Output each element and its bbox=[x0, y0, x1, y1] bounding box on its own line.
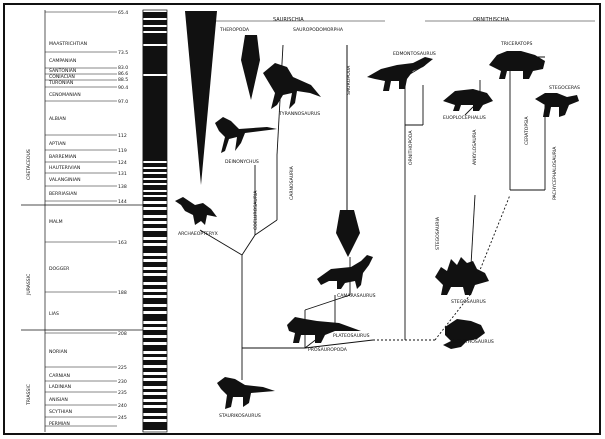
clade-label-saurischia: SAURISCHIA bbox=[273, 17, 304, 23]
camarasaurus-silhouette bbox=[317, 255, 373, 289]
stage-norian: NORIAN bbox=[49, 349, 67, 355]
stage-barremian: BARREMIAN bbox=[49, 154, 76, 160]
stage-aptian: APTIAN bbox=[49, 141, 66, 147]
age-label: 208 bbox=[118, 331, 127, 337]
age-label: 138 bbox=[118, 184, 127, 190]
stage-valanginian: VALANGINIAN bbox=[49, 177, 81, 183]
period-label-cretaceous: CRETACEOUS bbox=[26, 149, 32, 180]
taxon-label-camarasaurus: CAMARASAURUS bbox=[337, 293, 376, 299]
age-label: 124 bbox=[118, 160, 127, 166]
stage-permian: PERMIAN bbox=[49, 421, 70, 427]
age-label: 90.4 bbox=[118, 85, 128, 91]
carnosaur-diversity-spindle bbox=[241, 35, 260, 100]
stage-ladinian: LADINIAN bbox=[49, 384, 71, 390]
age-label: 112 bbox=[118, 133, 127, 139]
age-label: 131 bbox=[118, 171, 127, 177]
archaeopteryx-silhouette bbox=[175, 197, 217, 225]
stage-carnian: CARNIAN bbox=[49, 373, 70, 379]
period-label-jurassic: JURASSIC bbox=[26, 274, 32, 296]
clade-label-sauropodomorpha: SAUROPODOMORPHA bbox=[293, 27, 344, 33]
age-label: 97.0 bbox=[118, 99, 128, 105]
age-label: 88.5 bbox=[118, 77, 128, 83]
age-label: 144 bbox=[118, 199, 127, 205]
plateosaurus-silhouette bbox=[287, 317, 361, 343]
taxon-label-stegosaurus: STEGOSAURUS bbox=[451, 299, 486, 305]
staurikosaurus-silhouette bbox=[217, 377, 275, 409]
taxon-label-stegoceras: STEGOCERAS bbox=[549, 85, 580, 91]
stegoceras-silhouette bbox=[535, 93, 579, 117]
stage-santonian: SANTONIAN bbox=[49, 68, 76, 74]
stage-turonian: TURONIAN bbox=[48, 80, 73, 86]
stage-albian: ALBIAN bbox=[49, 116, 66, 122]
age-label: 73.5 bbox=[118, 50, 128, 56]
taxon-label-staurikosaurus: STAURIKOSAURUS bbox=[219, 413, 261, 419]
stage-anisian: ANISIAN bbox=[49, 397, 68, 403]
age-label: 225 bbox=[118, 365, 127, 371]
dinosaur-phylogeny-figure: CRETACEOUS JURASSIC TRIASSIC bbox=[5, 5, 603, 437]
age-label: 163 bbox=[118, 240, 127, 246]
age-label: 83.0 bbox=[118, 65, 128, 71]
age-label: 235 bbox=[118, 390, 127, 396]
clade-label-ceratopsia: CERATOPSIA bbox=[524, 116, 530, 145]
magnetic-polarity-column bbox=[143, 10, 167, 432]
clade-label-prosauropoda: PROSAUROPODA bbox=[308, 347, 348, 353]
clade-label-ornithopoda: ORNITHOPODA bbox=[408, 130, 414, 165]
clade-label-pachycephalosauria: PACHYCEPHALOSAURIA bbox=[552, 146, 558, 200]
age-label: 188 bbox=[118, 290, 127, 296]
euoplocephalus-silhouette bbox=[443, 89, 493, 111]
age-label: 230 bbox=[118, 379, 127, 385]
tyrannosaurus-silhouette bbox=[263, 63, 321, 109]
theropod-diversity-spindle bbox=[185, 11, 217, 185]
clade-label-stegosauria: STEGOSAURIA bbox=[435, 216, 441, 250]
clade-label-coelurosauria: COELUROSAURIA bbox=[253, 190, 259, 230]
age-label: 245 bbox=[118, 415, 127, 421]
timescale: CRETACEOUS JURASSIC TRIASSIC bbox=[21, 10, 167, 432]
deinonychus-silhouette bbox=[215, 117, 277, 153]
stegosaurus-silhouette bbox=[435, 257, 489, 295]
stage-coniacian: CONIACIAN bbox=[49, 74, 75, 80]
age-label: 119 bbox=[118, 148, 127, 154]
age-label: 86.6 bbox=[118, 71, 128, 77]
stage-campanian: CAMPANIAN bbox=[49, 58, 76, 64]
stage-scythian: SCYTHIAN bbox=[49, 409, 72, 415]
clade-label-ornithischia: ORNITHISCHIA bbox=[473, 17, 510, 23]
clade-label-theropoda: THEROPODA bbox=[219, 27, 250, 33]
stage-maastrichtian: MAASTRICHTIAN bbox=[49, 41, 87, 47]
taxon-label-lesothosaurus: LESOTHOSAURUS bbox=[453, 339, 494, 345]
clade-label-ankylosauria: ANKYLOSAURIA bbox=[472, 129, 478, 165]
sauropod-diversity-spindle bbox=[336, 210, 360, 257]
taxon-label-tyrannosaurus: TYRANNOSAURUS bbox=[278, 111, 320, 117]
stage-lias: LIAS bbox=[49, 311, 59, 317]
clade-label-carnosauria: CARNOSAURIA bbox=[289, 165, 295, 200]
stage-hauterivian: HAUTERIVIAN bbox=[49, 165, 80, 171]
taxon-label-plateosaurus: PLATEOSAURUS bbox=[333, 333, 370, 339]
stage-cenomanian: CENOMANIAN bbox=[49, 92, 81, 98]
taxon-label-edmontosaurus: EDMONTOSAURUS bbox=[393, 51, 436, 57]
stage-malm: MALM bbox=[49, 219, 63, 225]
taxon-label-triceratops: TRICERATOPS bbox=[500, 41, 532, 47]
triceratops-silhouette bbox=[489, 51, 545, 79]
taxon-label-archaeopteryx: ARCHAEOPTERYX bbox=[178, 231, 218, 237]
age-label: 240 bbox=[118, 403, 127, 409]
age-label: 65.4 bbox=[118, 10, 128, 16]
stage-dogger: DOGGER bbox=[49, 266, 70, 272]
period-label-triassic: TRIASSIC bbox=[26, 384, 32, 406]
taxon-label-euoplocephalus: EUOPLOCEPHALUS bbox=[443, 115, 486, 121]
clade-label-sauropoda: SAUROPODA bbox=[346, 65, 352, 95]
taxon-label-deinonychus: DEINONYCHUS bbox=[225, 159, 259, 165]
stage-berriasian: BERRIASIAN bbox=[49, 191, 77, 197]
figure-frame: CRETACEOUS JURASSIC TRIASSIC bbox=[3, 3, 601, 435]
